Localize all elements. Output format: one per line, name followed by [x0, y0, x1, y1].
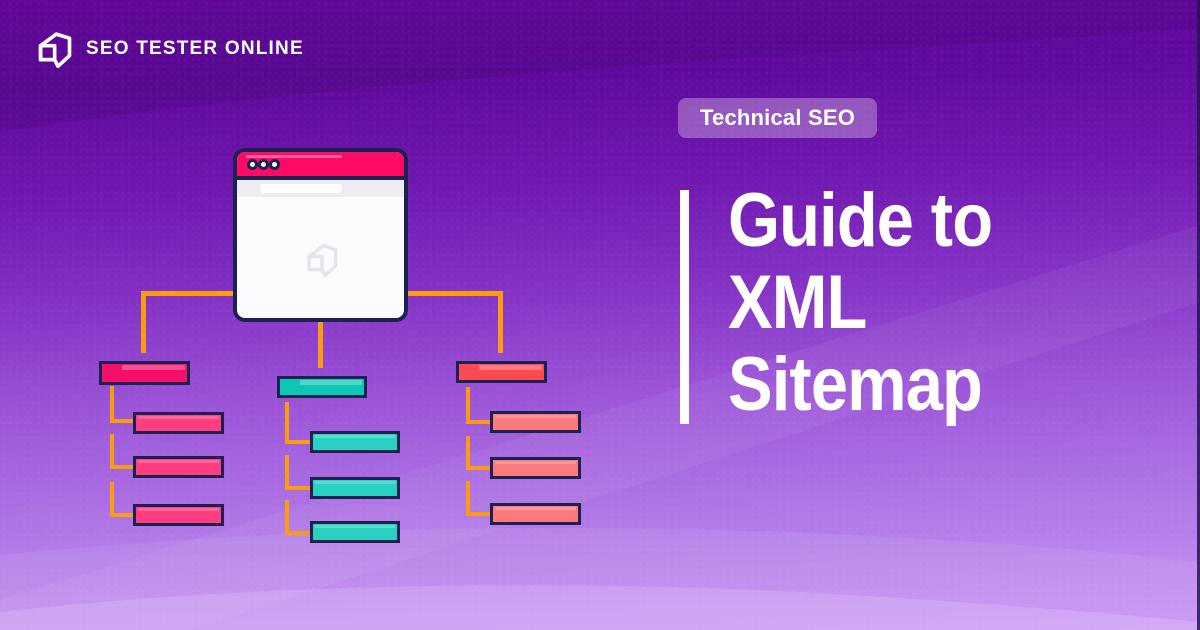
seo-tester-cube-icon: [38, 32, 72, 68]
connector-segment: [466, 387, 470, 420]
connector-segment: [466, 512, 490, 516]
brand-logo: SEO TESTER ONLINE: [33, 30, 304, 68]
connector-segment: [110, 419, 133, 423]
category-badge-label: Technical SEO: [700, 105, 856, 130]
title-accent-bar: [680, 190, 689, 424]
connector-segment: [141, 291, 146, 353]
seo-tester-cube-watermark-icon: [307, 244, 338, 277]
connector-segment: [318, 320, 323, 368]
sitemap-node-pink-child: [133, 412, 224, 434]
sitemap-node-teal-child: [310, 521, 400, 543]
brand-name: SEO TESTER ONLINE: [86, 38, 304, 59]
window-dot: [247, 158, 258, 170]
sitemap-node-coral-child: [490, 503, 581, 525]
sitemap-node-teal-parent: [277, 376, 367, 398]
sitemap-node-coral-child: [490, 457, 581, 479]
title-line-1: Guide to: [728, 178, 993, 263]
connector-segment: [466, 481, 470, 512]
browser-body: [237, 197, 404, 318]
connector-segment: [285, 486, 310, 490]
connector-segment: [285, 440, 310, 444]
window-dot: [269, 158, 280, 170]
url-pill: [260, 184, 342, 193]
titlebar-gloss: [246, 155, 342, 158]
browser-title-bar: [237, 152, 404, 180]
browser-window: [233, 148, 408, 322]
sitemap-node-pink-parent: [99, 361, 190, 385]
browser-url-bar: [237, 180, 404, 197]
connector-segment: [285, 455, 289, 486]
connector-segment: [110, 434, 114, 467]
title-line-3: Sitemap: [728, 342, 983, 427]
connector-segment: [110, 386, 114, 421]
connector-segment: [110, 465, 133, 469]
right-edge-strip: [1197, 0, 1200, 630]
sitemap-node-teal-child: [310, 477, 400, 499]
sitemap-node-coral-parent: [456, 361, 547, 383]
connector-segment: [466, 420, 490, 424]
connector-segment: [405, 291, 503, 296]
sitemap-node-teal-child: [310, 431, 400, 453]
title-line-2: XML: [728, 260, 867, 345]
connector-segment: [285, 531, 310, 535]
connector-segment: [466, 466, 490, 470]
sitemap-node-pink-child: [133, 456, 224, 478]
sitemap-node-coral-child: [490, 411, 581, 433]
connector-segment: [141, 291, 236, 296]
window-dot: [258, 158, 269, 170]
connector-segment: [110, 482, 114, 515]
connector-segment: [285, 402, 289, 440]
sitemap-node-pink-child: [133, 504, 224, 526]
connector-segment: [110, 513, 133, 517]
category-badge: Technical SEO: [678, 98, 878, 138]
connector-segment: [466, 436, 470, 466]
connector-segment: [498, 291, 503, 353]
connector-segment: [285, 500, 289, 531]
